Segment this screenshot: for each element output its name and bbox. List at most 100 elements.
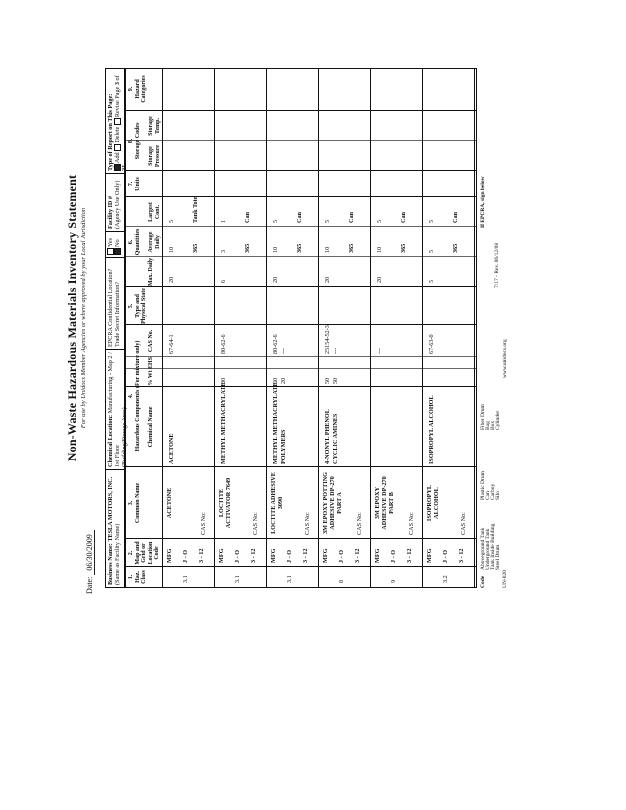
legend-title: Code [480,575,486,588]
largest-container-value: 5 [168,219,175,223]
location-code-value: 3 - 12 [458,548,465,563]
yes-no-cell: Yes No [106,231,124,257]
location-code-value: 3 - 12 [406,548,413,563]
common-name-value: 3M EPOXY POTTING ADHESIVE DP-270 PART A [322,472,343,534]
footer-url: www.unidocs.org [502,339,508,378]
location-code-value: 3 - 12 [302,548,309,563]
pct-wt-value: 20 [280,377,287,384]
cas-no-value: --- [280,347,287,354]
pct-wt-value: 80 [220,377,227,384]
col-common-name: 3.Common Name [128,482,141,524]
common-name-value: ACETONE [166,487,173,519]
col-haz-class: 1.Haz. Class [128,570,147,584]
storage-container-value: Can [452,211,459,223]
business-name-label: Business Name: [107,543,114,585]
haz-class-value: 3.2 [442,575,449,583]
max-daily-value: 20 [324,276,331,283]
revise-checkbox[interactable] [114,118,122,126]
avg-daily-value: 10 [376,246,383,253]
no-label: No [114,239,122,247]
grid-value: J - O [338,549,345,563]
col-storage-temp: Storage Temp. [148,116,161,136]
haz-class-value: 3.1 [286,575,293,583]
chemical-name-value: 4-NONYL PHENOL [324,409,331,464]
trade-secret-label: Trade Secret Information? [114,281,121,347]
epcra-cell: EPCRA Confidential Location? Trade Secre… [106,257,124,349]
pct-wt-value: 60 [272,377,279,384]
page-of: of [114,75,121,81]
add-checkbox[interactable] [114,164,122,171]
legend-item: Steel Drum [495,544,501,570]
cas-label: CAS No: [200,512,207,535]
map-value: MFG [322,548,329,563]
max-daily-value: 20 [272,276,279,283]
common-name-value: LOCTITE ADHESIVE 3090 [270,472,284,534]
days-on-site-value: 365 [452,243,459,253]
col-quantities: 6.Quantities [128,228,141,256]
avg-daily-value: 10 [324,246,331,253]
largest-container-value: 5 [428,219,435,223]
add-label: Add [114,152,121,163]
cas-label: CAS No: [408,512,415,535]
location-code-value: 3 - 12 [354,548,361,563]
report-type-label: Type of Report on This Page: [107,93,114,171]
business-name-value: TESLA MOTORS, INC. [107,476,114,542]
avg-daily-value: 10 [168,246,175,253]
col-ehs: EHS [148,356,154,369]
map-value: MFG [374,548,381,563]
col-units: 7.Units [128,177,141,191]
yes-checkbox[interactable] [107,248,115,255]
max-daily-value: 5 [428,279,435,283]
delete-checkbox[interactable] [114,143,122,151]
map-value: MFG [270,548,277,563]
form-title: Non-Waste Hazardous Materials Inventory … [65,174,79,462]
cas-label: CAS No: [460,512,467,535]
facility-id-cell: Facility ID # (Agency Use Only) [106,173,124,231]
grid-value: J - O [182,549,189,563]
storage-container-value: Can [244,211,251,223]
col-storage-pressure: Storage Pressure [148,144,161,168]
map-value: MFG [218,548,225,563]
storage-container-value: Can [400,211,407,223]
location-code-value: 3 - 12 [250,548,257,563]
cas-no-value: 67-64-1 [168,334,175,354]
page-label: Page [114,86,121,99]
header-row: Business Name: TESLA MOTORS, INC. (Same … [105,68,128,588]
business-name-note: (Same as Facility Name) [114,523,121,585]
footer-code: UN-020 [502,569,508,588]
page-number: 3 [114,82,121,86]
haz-class-value: 9 [390,579,397,583]
days-on-site-value: 365 [348,243,355,253]
no-checkbox[interactable] [114,248,122,255]
pct-wt-value: 50 [332,377,339,384]
largest-container-value: 5 [376,219,383,223]
business-name-cell: Business Name: TESLA MOTORS, INC. (Same … [106,469,124,587]
col-map-grid: 2.Map and Grid or Location Code [128,541,160,565]
days-on-site-value: 365 [400,243,407,253]
col-pct-wt: % Wt [148,370,154,386]
cas-no-value: --- [376,347,383,354]
col-largest: Largest Cont. [148,202,161,222]
haz-class-value: 3.1 [182,575,189,583]
chemical-name-value: POLYMERS [280,429,287,465]
map-value: MFG [166,548,173,563]
cas-label: CAS No: [304,512,311,535]
days-on-site-value: 365 [296,243,303,253]
location-code-value: 3 - 12 [198,548,205,563]
cas-label: CAS No: [252,512,259,535]
col-avg-daily: Average Daily [148,231,161,253]
col-type-state: 5.Type and Physical State [128,288,147,324]
grid-value: J - O [234,549,241,563]
cas-no-value: 80-62-6 [272,334,279,354]
epcra-confidential-label: EPCRA Confidential Location? [107,268,114,347]
cas-label: CAS No: [356,512,363,535]
pct-wt-value: 50 [324,377,331,384]
avg-daily-value: 3 [220,249,227,253]
date-field: Date: 06/30/2009 [85,530,95,594]
